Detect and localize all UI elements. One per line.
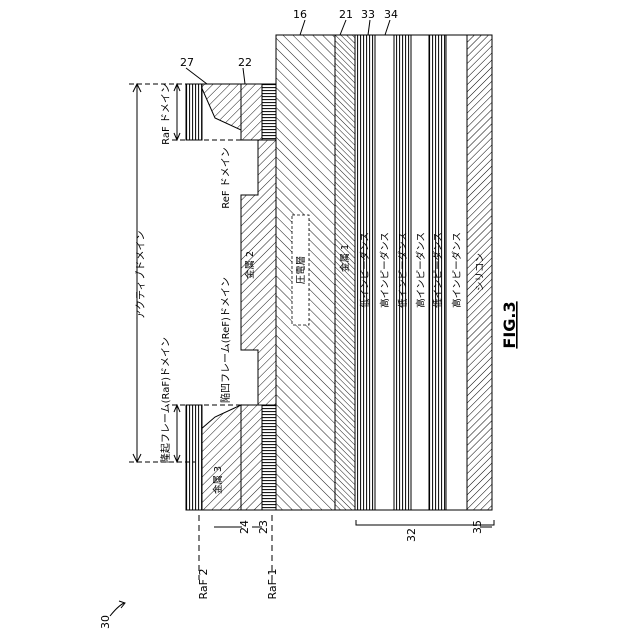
numeral-35: 35 <box>471 520 484 534</box>
numeral-34: 34 <box>384 8 398 21</box>
numeral-21: 21 <box>339 8 353 21</box>
metal-2-step-top <box>241 84 262 140</box>
layer-stack <box>186 35 492 510</box>
label-ref-domain-top: ReF ドメイン <box>221 147 232 209</box>
metal-3-raised-frame-top <box>200 84 241 130</box>
numeral-24: 24 <box>238 520 251 534</box>
numeral-16: 16 <box>293 8 307 21</box>
numeral-32: 32 <box>405 528 418 542</box>
label-high1: 高インピーダンス <box>379 232 391 308</box>
numeral-30: 30 <box>99 615 112 629</box>
label-active-domain: アクティブドメイン <box>134 231 147 320</box>
frame-layer-23-top <box>262 84 276 140</box>
cap-layer-27-bottom <box>186 405 202 510</box>
label-raf1: RaF 1 <box>266 569 279 600</box>
label-raf2: RaF 2 <box>197 569 210 600</box>
numeral-27: 27 <box>180 56 194 69</box>
numeral-33: 33 <box>361 8 375 21</box>
label-ref-domain-bottom: 陥凹フレーム(ReF)ドメイン <box>219 277 232 403</box>
numeral-22: 22 <box>238 56 252 69</box>
label-low2: 低インピーダンス <box>397 232 409 308</box>
metal-2-step-bottom <box>241 405 262 510</box>
label-high2: 高インピーダンス <box>415 232 427 308</box>
frame-layer-23-bottom <box>262 405 276 510</box>
label-silicon: シリコン <box>475 253 486 291</box>
label-piezo: 圧電層 <box>296 256 307 285</box>
label-low1: 低インピーダンス <box>359 232 371 308</box>
level-labels: RaF 2 RaF 1 <box>197 569 279 600</box>
label-low3: 低インピーダンス <box>432 232 444 308</box>
label-metal1: 金属 1 <box>339 244 351 272</box>
label-raf-domain-bottom: 隆起フレーム(RaF)ドメイン <box>159 337 172 463</box>
label-high3: 高インピーダンス <box>451 232 463 308</box>
label-metal3: 金属 3 <box>212 466 224 494</box>
label-raf-domain-top: RaF ドメイン <box>161 83 172 145</box>
figure-title: FIG.3 <box>500 301 519 348</box>
numeral-23: 23 <box>257 520 270 534</box>
cap-layer-27-top <box>186 84 202 140</box>
label-metal2: 金属 2 <box>244 251 256 279</box>
